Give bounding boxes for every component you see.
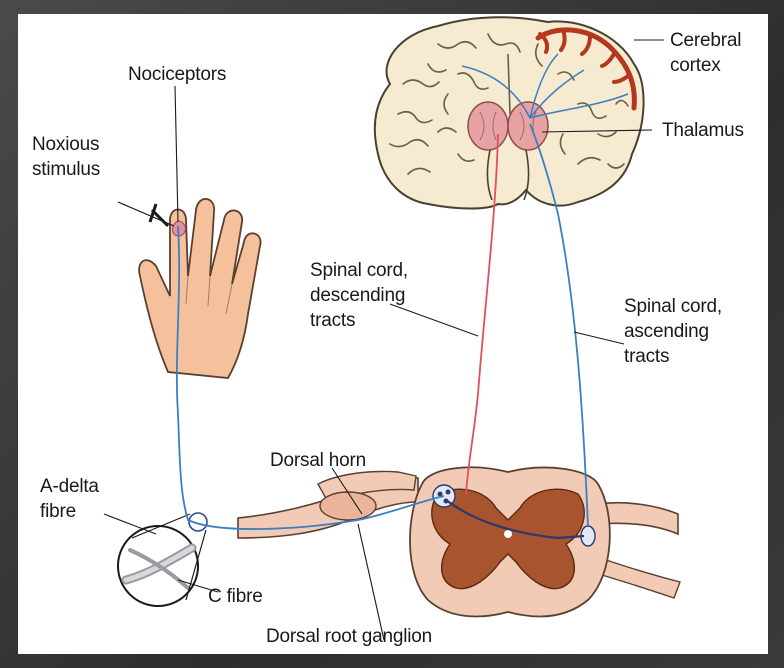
brain	[375, 17, 644, 208]
label-ascending-line2: ascending	[624, 319, 722, 344]
label-a-delta-fibre: A-delta fibre	[40, 474, 99, 524]
label-c-fibre: C fibre	[208, 584, 263, 609]
dorsal-root-ganglion	[320, 492, 376, 520]
label-a-delta-line2: fibre	[40, 499, 99, 524]
label-cerebral-cortex: Cerebral cortex	[670, 28, 741, 78]
label-cerebral-cortex-line1: Cerebral	[670, 28, 741, 53]
label-nociceptors: Nociceptors	[128, 62, 226, 87]
spinal-cord	[238, 467, 680, 616]
label-ascending-tracts: Spinal cord, ascending tracts	[624, 294, 722, 369]
diagram-panel: Nociceptors Noxious stimulus Cerebral co…	[18, 14, 768, 654]
label-noxious-stimulus: Noxious stimulus	[32, 132, 100, 182]
thalamus-left	[468, 102, 508, 150]
label-noxious-stimulus-line2: stimulus	[32, 157, 100, 182]
hand	[139, 199, 260, 378]
noxious-stimulus-pin	[118, 202, 174, 226]
label-ascending-line3: tracts	[624, 344, 722, 369]
label-dorsal-horn: Dorsal horn	[270, 448, 366, 473]
label-dorsal-root-ganglion: Dorsal root ganglion	[266, 624, 432, 649]
label-cerebral-cortex-line2: cortex	[670, 53, 741, 78]
label-noxious-stimulus-line1: Noxious	[32, 132, 100, 157]
label-descending-line3: tracts	[310, 308, 408, 333]
label-thalamus: Thalamus	[662, 118, 744, 143]
fibre-magnifier	[118, 513, 207, 606]
label-ascending-line1: Spinal cord,	[624, 294, 722, 319]
label-descending-tracts: Spinal cord, descending tracts	[310, 258, 408, 333]
label-descending-line1: Spinal cord,	[310, 258, 408, 283]
label-descending-line2: descending	[310, 283, 408, 308]
thalamus-right	[508, 102, 548, 150]
label-a-delta-line1: A-delta	[40, 474, 99, 499]
